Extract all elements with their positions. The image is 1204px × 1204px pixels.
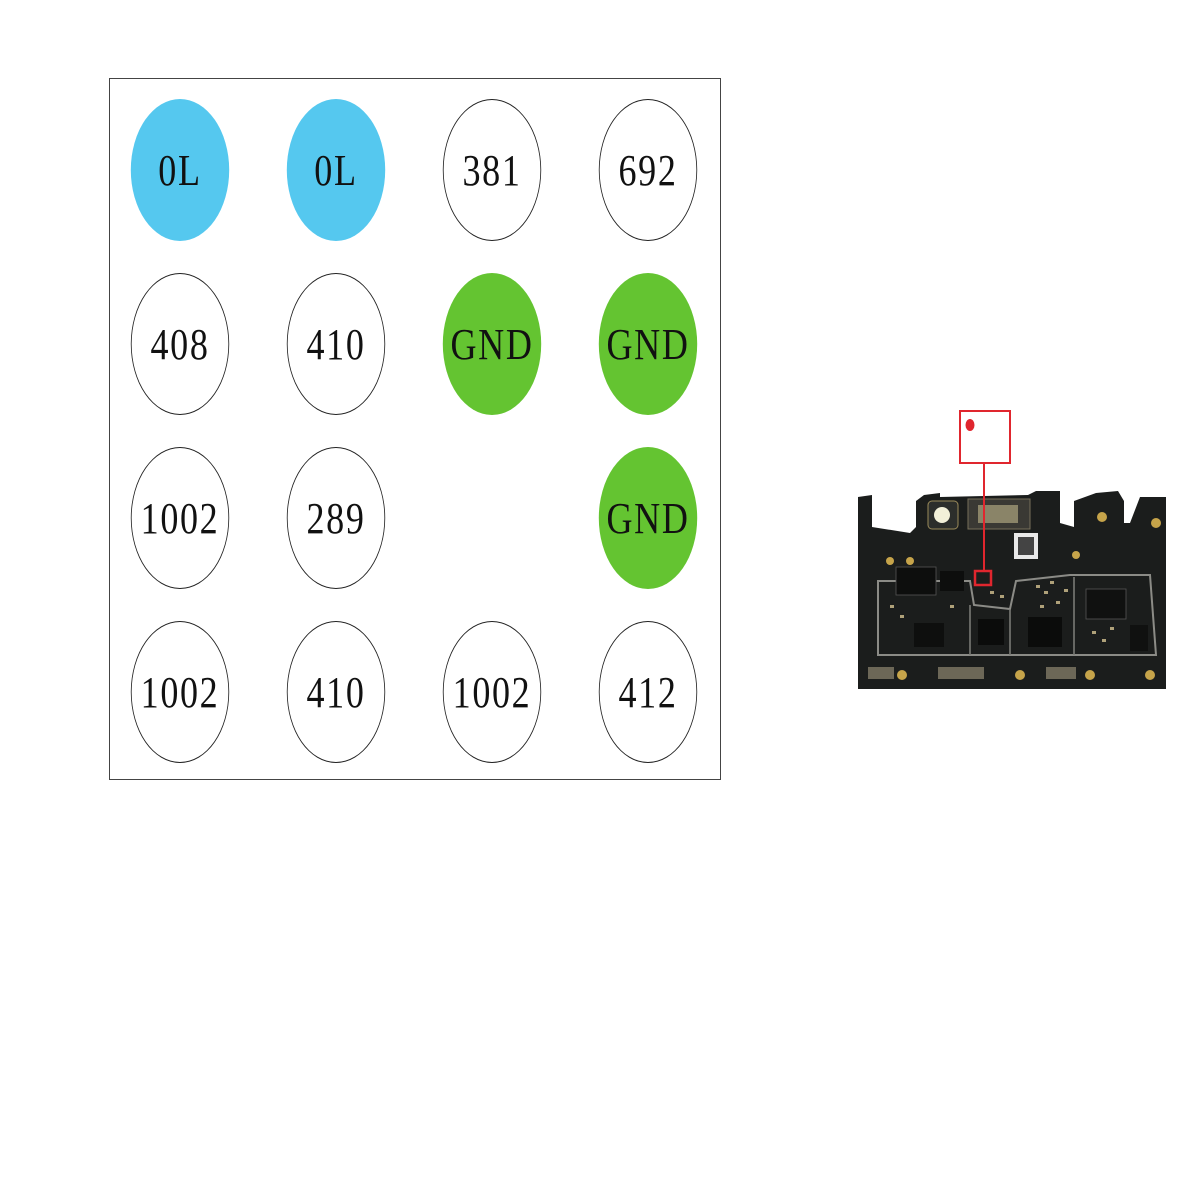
pad-2-4: GND bbox=[598, 273, 698, 415]
pad-1-1: 0L bbox=[130, 99, 230, 241]
pad-3-1: 1002 bbox=[130, 447, 230, 589]
pad-2-3: GND bbox=[442, 273, 542, 415]
location-marker bbox=[965, 419, 975, 431]
board-image bbox=[850, 405, 1170, 695]
motherboard-icon bbox=[858, 410, 1166, 689]
pad-4-1: 1002 bbox=[130, 621, 230, 763]
pad-2-2: 410 bbox=[286, 273, 386, 415]
pad-3-2: 289 bbox=[286, 447, 386, 589]
pad-2-1: 408 bbox=[130, 273, 230, 415]
pad-1-4: 692 bbox=[598, 99, 698, 241]
pad-1-2: 0L bbox=[286, 99, 386, 241]
callout-box bbox=[959, 410, 1011, 464]
pad-1-3: 381 bbox=[442, 99, 542, 241]
highlight-box bbox=[973, 569, 993, 587]
pad-4-2: 410 bbox=[286, 621, 386, 763]
pad-4-4: 412 bbox=[598, 621, 698, 763]
pad-3-4: GND bbox=[598, 447, 698, 589]
pad-4-3: 1002 bbox=[442, 621, 542, 763]
